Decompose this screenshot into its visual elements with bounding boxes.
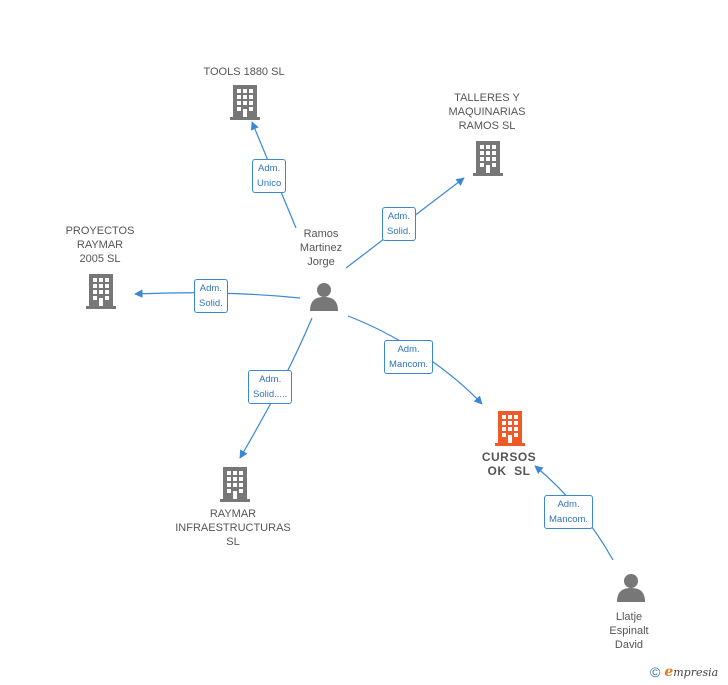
node-ramos-martinez[interactable]: Ramos Martinez Jorge	[300, 227, 342, 269]
person-icon	[617, 574, 645, 602]
edge-label-proyectos[interactable]: Adm. Solid.	[194, 279, 228, 313]
label-line: PROYECTOS	[65, 225, 135, 237]
edge-label-line: Adm.	[199, 283, 222, 294]
building-icon	[86, 274, 116, 309]
building-icon	[495, 411, 525, 446]
label-line: MAQUINARIAS	[448, 106, 526, 118]
label-line: Ramos	[303, 228, 339, 240]
edge-label-line: Solid.....	[253, 389, 288, 400]
node-label: Llatje Espinalt David	[609, 610, 648, 652]
logo-initial: e	[664, 664, 674, 680]
edge-label-cursos-ramos[interactable]: Adm. Mancom.	[384, 340, 434, 374]
node-talleres-maquinarias[interactable]: TALLERES Y MAQUINARIAS RAMOS SL	[448, 91, 525, 133]
node-cursos-ok[interactable]: CURSOS OK SL	[482, 450, 536, 478]
node-label: Ramos Martinez Jorge	[300, 227, 342, 269]
label-line: Jorge	[307, 256, 335, 268]
empresia-logo: empresia	[664, 664, 718, 680]
node-label: TALLERES Y MAQUINARIAS RAMOS SL	[448, 91, 525, 133]
edge-label-line: Solid.	[199, 298, 223, 309]
node-label: CURSOS OK SL	[482, 450, 536, 478]
edge-label-tools[interactable]: Adm. Unico	[252, 159, 287, 193]
edge-label-talleres[interactable]: Adm. Solid.	[382, 207, 416, 241]
edge-label-line: Solid.	[387, 226, 411, 237]
edge-label-line: Mancom.	[549, 514, 589, 525]
node-raymar-infraestructuras[interactable]: RAYMAR INFRAESTRUCTURAS SL	[175, 507, 291, 549]
node-proyectos-raymar[interactable]: PROYECTOS RAYMAR 2005 SL	[66, 224, 135, 266]
label-line: TOOLS 1880 SL	[203, 66, 285, 78]
edge-label-line: Mancom.	[389, 359, 429, 370]
label-line: RAYMAR	[76, 239, 124, 251]
edge-label-line: Adm.	[397, 344, 420, 355]
person-icon	[310, 283, 338, 311]
edge-label-line: Adm.	[387, 211, 410, 222]
copyright-symbol: ©	[650, 664, 661, 680]
label-line: Llatje	[615, 611, 643, 623]
label-line: Espinalt	[609, 625, 649, 637]
edge-label-line: Adm.	[258, 163, 281, 174]
label-line: TALLERES Y	[454, 92, 520, 104]
edge-label-cursos-llatje[interactable]: Adm. Mancom.	[544, 495, 594, 529]
label-line: OK SL	[487, 464, 531, 478]
footer-brand: © empresia	[650, 664, 718, 680]
edge-label-raymar[interactable]: Adm. Solid.....	[248, 370, 293, 404]
node-llatje-espinalt[interactable]: Llatje Espinalt David	[609, 610, 648, 652]
label-line: 2005 SL	[79, 253, 121, 265]
node-label: RAYMAR INFRAESTRUCTURAS SL	[175, 507, 291, 549]
building-icon	[230, 85, 260, 120]
label-line: RAYMAR	[209, 508, 257, 520]
label-line: Martinez	[299, 242, 343, 254]
edge-label-line: Adm.	[259, 374, 282, 385]
label-line: RAMOS SL	[458, 120, 516, 132]
node-label: TOOLS 1880 SL	[203, 65, 284, 79]
edge-label-line: Adm.	[557, 499, 580, 510]
node-label: PROYECTOS RAYMAR 2005 SL	[66, 224, 135, 266]
building-icon	[473, 141, 503, 176]
node-tools-1880[interactable]: TOOLS 1880 SL	[203, 65, 284, 79]
label-line: INFRAESTRUCTURAS	[175, 522, 291, 534]
edge-label-line: Unico	[257, 178, 282, 189]
building-icon	[220, 467, 250, 502]
label-line: David	[614, 639, 644, 651]
label-line: SL	[226, 536, 240, 548]
label-line: CURSOS	[481, 450, 537, 464]
logo-rest: mpresia	[673, 666, 719, 679]
